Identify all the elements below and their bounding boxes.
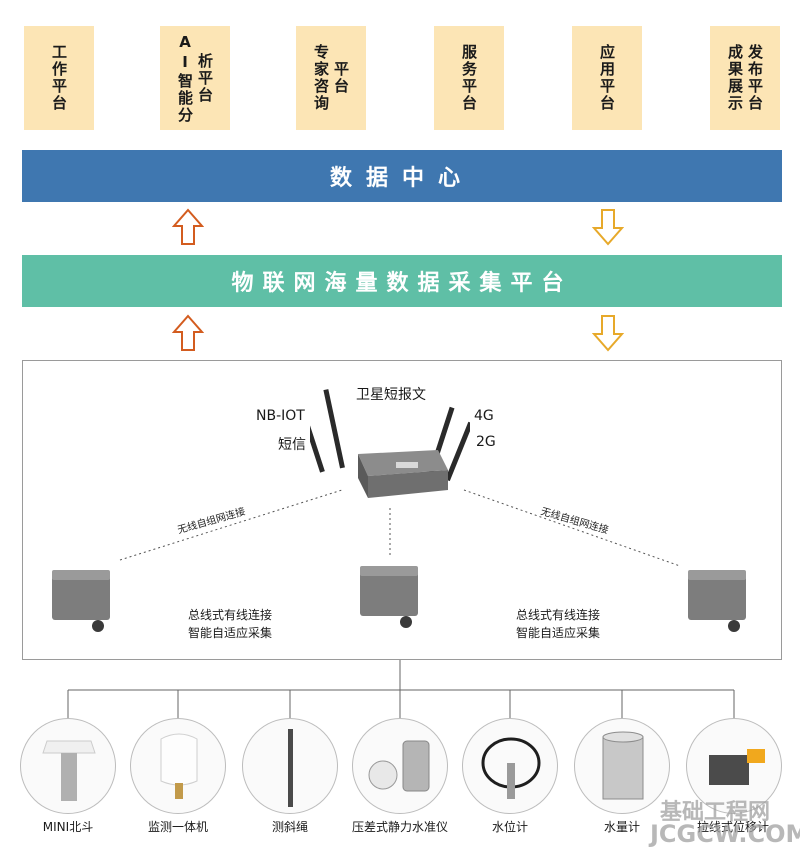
bus-label-left-2: 智能自适应采集: [188, 626, 273, 640]
platform-ai-analysis: 析平台 AI智能分: [160, 26, 230, 130]
sensor-label: 监测一体机: [147, 820, 208, 834]
sensor-level-gauge: [352, 718, 448, 814]
inclinometer-rope-icon: [288, 729, 293, 807]
platform-service-label: 服务平台: [460, 44, 478, 112]
junction-box-icon: [688, 570, 746, 632]
platform-expert: 平台 专家咨询: [296, 26, 366, 130]
platform-publish-col1: 发布平台: [746, 44, 764, 112]
level-gauge-icon: [368, 740, 430, 792]
beidou-antenna-icon: [42, 740, 96, 801]
platform-work-label: 工作平台: [50, 44, 68, 112]
junction-box-icon: [360, 566, 418, 628]
up-arrow-icon: [172, 314, 204, 351]
sensor-label: MINI北斗: [42, 820, 94, 834]
bus-label-left-1: 总线式有线连接: [188, 608, 273, 622]
sensor-label: 水量计: [603, 820, 640, 834]
rain-gauge-icon: [602, 731, 644, 800]
platform-service: 服务平台: [434, 26, 504, 130]
sensor-label: 压差式静力水准仪: [351, 820, 448, 834]
sensor-mini-beidou: [20, 718, 116, 814]
monitor-unit-icon: [160, 733, 198, 799]
2g-label: 2G: [476, 434, 496, 450]
gateway-router-icon: [310, 389, 470, 498]
platform-application: 应用平台: [572, 26, 642, 130]
sensor-label: 水位计: [491, 820, 528, 834]
sensor-label: 测斜绳: [271, 820, 308, 834]
platform-publish-col2: 成果展示: [726, 44, 744, 112]
sms-label: 短信: [278, 437, 306, 453]
down-arrow-icon: [592, 315, 624, 352]
watermark-cn: 基础工程网: [660, 800, 771, 825]
down-arrow-icon: [592, 209, 624, 246]
platform-expert-col1: 平台: [332, 61, 350, 95]
data-center-label: 数据中心: [329, 166, 474, 191]
watermark: 基础工程网 JCGCW.COM: [620, 790, 800, 850]
draw-wire-icon: [709, 749, 765, 785]
satellite-label: 卫星短报文: [356, 387, 426, 403]
bus-label-right-2: 智能自适应采集: [516, 626, 601, 640]
water-level-icon: [481, 737, 541, 799]
nbiot-label: NB-IOT: [256, 408, 305, 424]
sensor-rain-gauge: [574, 718, 670, 814]
iot-platform-band: 物联网海量数据采集平台: [22, 255, 782, 307]
platform-publish: 发布平台 成果展示: [710, 26, 780, 130]
sensor-water-level: [462, 718, 558, 814]
platform-ai-col2: AI智能分: [176, 32, 194, 124]
platform-work: 工作平台: [24, 26, 94, 130]
platform-expert-col2: 专家咨询: [312, 44, 330, 112]
sensor-monitor-unit: [130, 718, 226, 814]
sensor-label: 拉线式位移计: [696, 820, 769, 834]
iot-platform-label: 物联网海量数据采集平台: [231, 271, 573, 296]
platform-application-label: 应用平台: [598, 44, 616, 112]
junction-box-icon: [52, 570, 110, 632]
bus-label-right-1: 总线式有线连接: [516, 608, 601, 622]
up-arrow-icon: [172, 208, 204, 245]
watermark-en: JCGCW.COM: [650, 820, 800, 848]
sensor-inclinometer: [242, 718, 338, 814]
sensor-draw-wire: [686, 718, 782, 814]
data-center-band: 数据中心: [22, 150, 782, 202]
platform-ai-col1: 析平台: [196, 52, 214, 104]
4g-label: 4G: [474, 408, 494, 424]
